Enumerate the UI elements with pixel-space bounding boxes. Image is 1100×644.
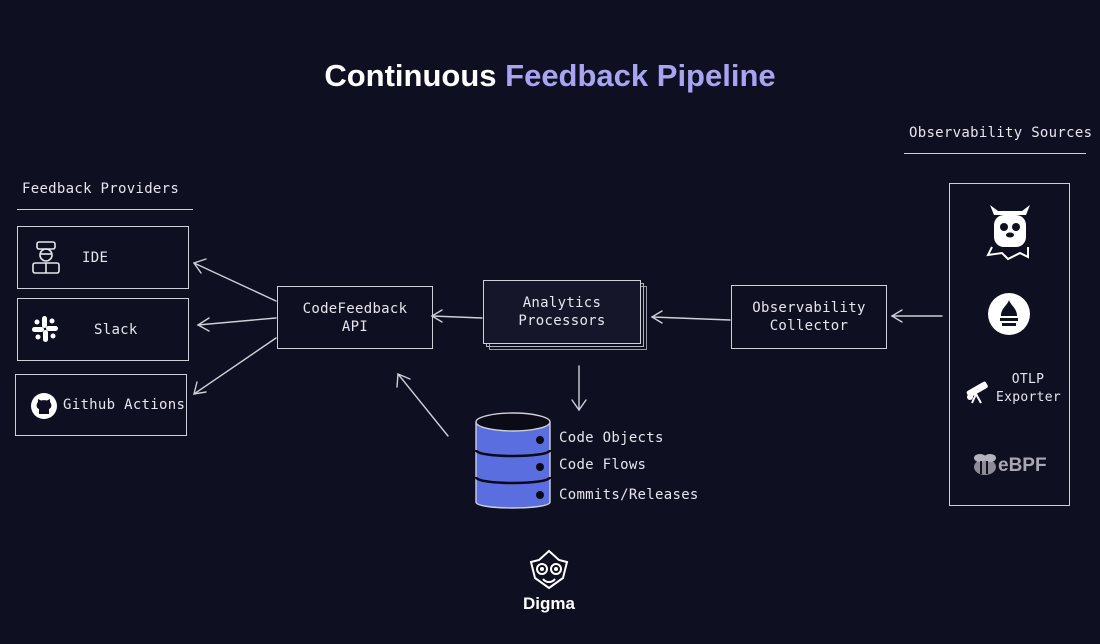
db-item-commits-releases: Commits/Releases [559,487,699,503]
github-icon [31,393,57,419]
feedback-providers-underline [17,209,193,210]
arrowhead-api-2 [396,372,411,388]
arrowhead-ide [192,258,207,274]
codefeedback-api-line1: CodeFeedback [302,300,408,317]
db-item-code-flows: Code Flows [559,457,647,473]
digma-brand-name: Digma [523,594,575,613]
arrowhead-db [571,399,587,412]
go-gopher-icon [986,205,1030,261]
analytics-processors-box: Analytics Processors [483,280,641,344]
feedback-providers-heading: Feedback Providers [22,181,180,197]
observability-sources-heading: Observability Sources [909,125,1093,141]
arrow-analytics-to-api [431,315,483,319]
provider-github-actions: Github Actions [15,374,187,436]
otlp-exporter-line1: OTLP [1011,372,1045,387]
database-icon [474,412,552,509]
arrow-api-to-github [193,337,277,395]
observability-collector-line1: Observability [752,300,866,316]
prometheus-icon [988,293,1030,335]
analytics-processors-line1: Analytics [522,295,602,311]
digma-logo-icon [529,549,569,590]
otlp-exporter-line2: Exporter [996,390,1062,405]
diagram-title: Continuous Feedback Pipeline [0,58,1100,94]
provider-slack-label: Slack [94,322,138,338]
observability-sources-box [949,183,1070,506]
observability-collector-line2: Collector [769,318,849,334]
arrowhead-analytics [650,310,663,324]
observability-collector-box: Observability Collector [731,285,887,349]
provider-github-actions-label: Github Actions [63,397,186,413]
analytics-processors-line2: Processors [518,313,606,329]
arrow-db-to-api [397,373,449,437]
arrow-api-to-ide [193,262,277,302]
provider-ide: IDE [17,226,189,289]
arrowhead-slack [196,317,210,332]
arrow-api-to-slack [197,317,277,326]
ebpf-bee-icon [974,454,996,475]
otlp-exporter-label: OTLP Exporter [996,371,1062,407]
observability-sources-underline [904,153,1086,154]
codefeedback-api-line2: API [341,318,369,335]
ebpf-label: eBPF [998,455,1047,476]
provider-slack: Slack [17,298,189,361]
telescope-icon [966,381,988,404]
provider-ide-label: IDE [82,250,109,266]
slack-icon [32,316,58,342]
arrowhead-github [193,381,207,395]
arrowhead-collector [890,309,903,323]
arrow-collector-to-analytics [651,316,731,321]
db-item-code-objects: Code Objects [559,430,664,446]
title-part-2: Feedback Pipeline [505,58,776,93]
developer-icon [32,241,60,274]
codefeedback-api-box: CodeFeedback API [277,286,433,349]
title-part-1: Continuous [324,58,506,93]
